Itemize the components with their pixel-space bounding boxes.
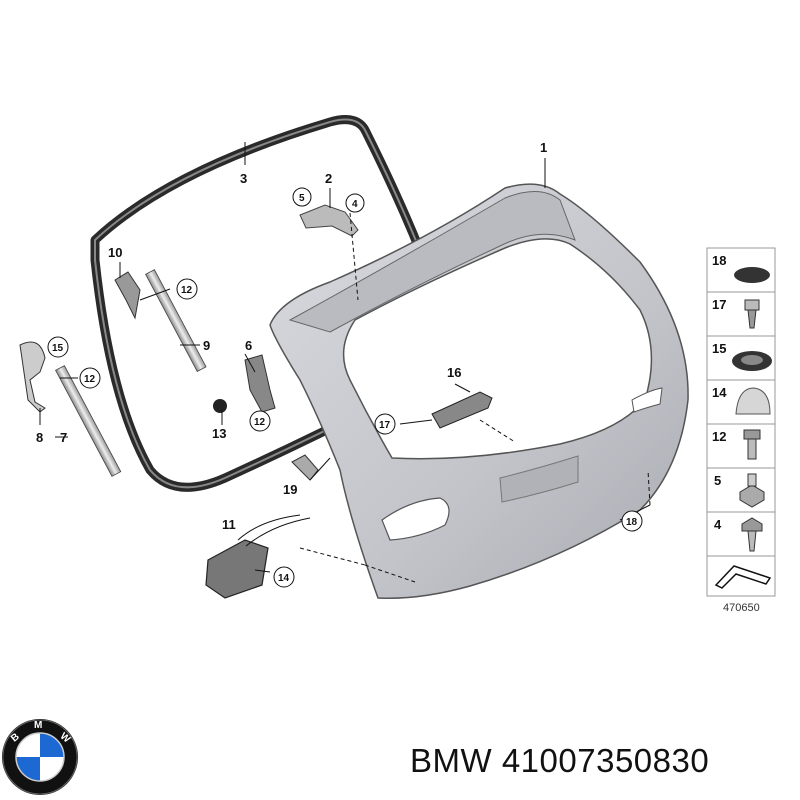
hinge-6 bbox=[244, 354, 276, 413]
callout-9: 9 bbox=[203, 338, 210, 353]
callout-12-a: 12 bbox=[181, 285, 193, 296]
brand-name: BMW bbox=[410, 742, 493, 779]
part-number-label: BMW 41007350830 bbox=[410, 742, 709, 780]
gas-strut-upper bbox=[145, 269, 207, 373]
latch-lock-11 bbox=[205, 539, 269, 599]
callout-8: 8 bbox=[36, 430, 43, 445]
legend-item-18: 18 bbox=[712, 253, 726, 268]
callout-15: 15 bbox=[52, 343, 64, 354]
callout-19: 19 bbox=[283, 482, 297, 497]
buffer-19 bbox=[291, 454, 319, 481]
expanding-nut-icon bbox=[744, 299, 760, 329]
callout-3: 3 bbox=[240, 171, 247, 186]
bumper-13 bbox=[213, 399, 227, 413]
grommet-icon bbox=[734, 267, 770, 283]
callout-17: 17 bbox=[379, 420, 391, 431]
cap-icon bbox=[735, 387, 771, 415]
bmw-logo: B M W bbox=[2, 719, 78, 795]
legend-item-4: 4 bbox=[714, 517, 722, 532]
callout-6: 6 bbox=[245, 338, 252, 353]
screw-icon bbox=[741, 517, 763, 552]
callout-5: 5 bbox=[299, 193, 305, 204]
legend-item-15: 15 bbox=[712, 341, 726, 356]
figure-code: 470650 bbox=[723, 602, 760, 614]
bolt-icon bbox=[743, 429, 761, 460]
legend-item-12: 12 bbox=[712, 429, 726, 444]
bracket-10 bbox=[114, 271, 141, 320]
callout-16: 16 bbox=[447, 365, 461, 380]
hinge-part bbox=[299, 204, 359, 237]
license-plate-recess bbox=[499, 455, 579, 503]
callout-4: 4 bbox=[352, 199, 358, 210]
cable-bracket-8 bbox=[19, 341, 46, 413]
callout-10: 10 bbox=[108, 245, 122, 260]
callout-14: 14 bbox=[278, 573, 290, 584]
legend-item-14: 14 bbox=[712, 385, 727, 400]
plug-icon bbox=[732, 351, 772, 371]
legend-item-5: 5 bbox=[714, 473, 721, 488]
callout-1: 1 bbox=[540, 140, 547, 155]
bmw-logo-letter-m: M bbox=[34, 720, 42, 731]
hex-nut-icon bbox=[739, 473, 765, 508]
callout-2: 2 bbox=[325, 171, 332, 186]
callout-18: 18 bbox=[626, 517, 638, 528]
callout-12-c: 12 bbox=[254, 417, 266, 428]
callout-11: 11 bbox=[222, 517, 236, 532]
gas-strut-lower bbox=[55, 365, 122, 477]
legend-item-17: 17 bbox=[712, 297, 726, 312]
release-switch-16 bbox=[431, 391, 493, 429]
part-number: 41007350830 bbox=[501, 742, 710, 779]
fastener-legend: 18 17 15 14 12 5 4 bbox=[706, 247, 776, 614]
callout-12-b: 12 bbox=[84, 374, 96, 385]
orientation-arrow-icon bbox=[714, 565, 772, 589]
callout-7: 7 bbox=[60, 430, 67, 445]
callout-13: 13 bbox=[212, 426, 226, 441]
